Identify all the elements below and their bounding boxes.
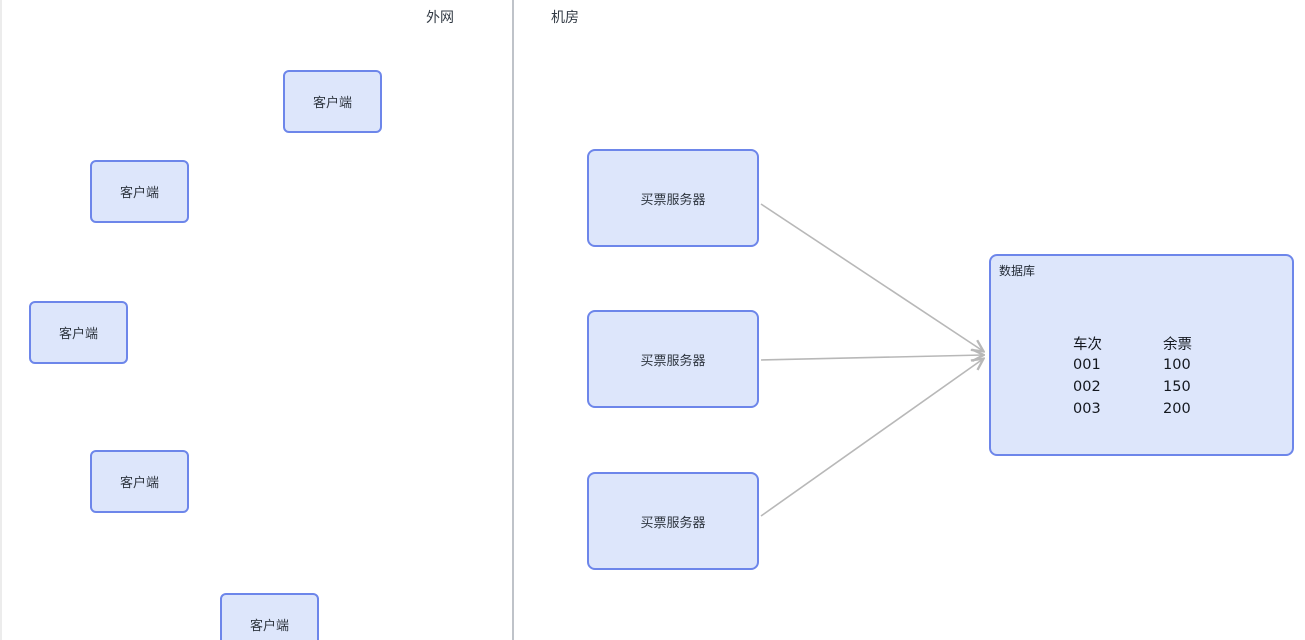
train-number-cell: 003 bbox=[1073, 401, 1101, 417]
client-node-3[interactable]: 客户端 bbox=[29, 301, 128, 364]
region-label-server-room: 机房 bbox=[551, 10, 579, 26]
client-node-1-label: 客户端 bbox=[312, 96, 352, 111]
remaining-tickets-cell: 150 bbox=[1163, 379, 1191, 395]
arrow-server3-to-database[interactable] bbox=[760, 359, 983, 517]
arrow-server2-to-database[interactable] bbox=[760, 355, 983, 360]
train-number-cell: 002 bbox=[1073, 379, 1101, 395]
database-node[interactable]: 数据库 车次 余票 001 100 002 150 003 2 bbox=[989, 254, 1294, 456]
ticket-server-node-2[interactable]: 买票服务器 bbox=[587, 310, 759, 408]
tickets-table-row: 001 100 bbox=[1073, 354, 1192, 376]
database-node-label: 数据库 bbox=[999, 264, 1036, 278]
train-number-cell: 001 bbox=[1073, 357, 1101, 373]
tickets-table-header-row: 车次 余票 bbox=[1073, 332, 1192, 354]
ticket-server-node-3[interactable]: 买票服务器 bbox=[587, 472, 759, 570]
region-divider-line bbox=[512, 0, 514, 640]
client-node-2-label: 客户端 bbox=[119, 186, 159, 201]
arrow-server1-to-database[interactable] bbox=[760, 203, 983, 351]
tickets-table-row: 003 200 bbox=[1073, 398, 1192, 420]
ticket-server-node-1-label: 买票服务器 bbox=[640, 192, 706, 208]
tickets-table: 车次 余票 001 100 002 150 003 200 bbox=[1073, 332, 1192, 420]
client-node-5-label: 客户端 bbox=[249, 619, 289, 634]
ticket-server-node-2-label: 买票服务器 bbox=[640, 353, 706, 369]
tickets-table-header-remaining: 余票 bbox=[1163, 336, 1192, 353]
client-node-1[interactable]: 客户端 bbox=[283, 70, 382, 133]
region-label-external-network: 外网 bbox=[426, 10, 454, 26]
ticket-server-node-3-label: 买票服务器 bbox=[640, 515, 706, 531]
remaining-tickets-cell: 200 bbox=[1163, 401, 1191, 417]
tickets-table-row: 002 150 bbox=[1073, 376, 1192, 398]
client-node-5[interactable]: 客户端 bbox=[220, 593, 319, 640]
tickets-table-header-train: 车次 bbox=[1073, 336, 1102, 353]
remaining-tickets-cell: 100 bbox=[1163, 357, 1191, 373]
client-node-4[interactable]: 客户端 bbox=[90, 450, 189, 513]
ticket-server-node-1[interactable]: 买票服务器 bbox=[587, 149, 759, 247]
client-node-4-label: 客户端 bbox=[119, 476, 159, 491]
client-node-3-label: 客户端 bbox=[58, 327, 98, 342]
client-node-2[interactable]: 客户端 bbox=[90, 160, 189, 223]
